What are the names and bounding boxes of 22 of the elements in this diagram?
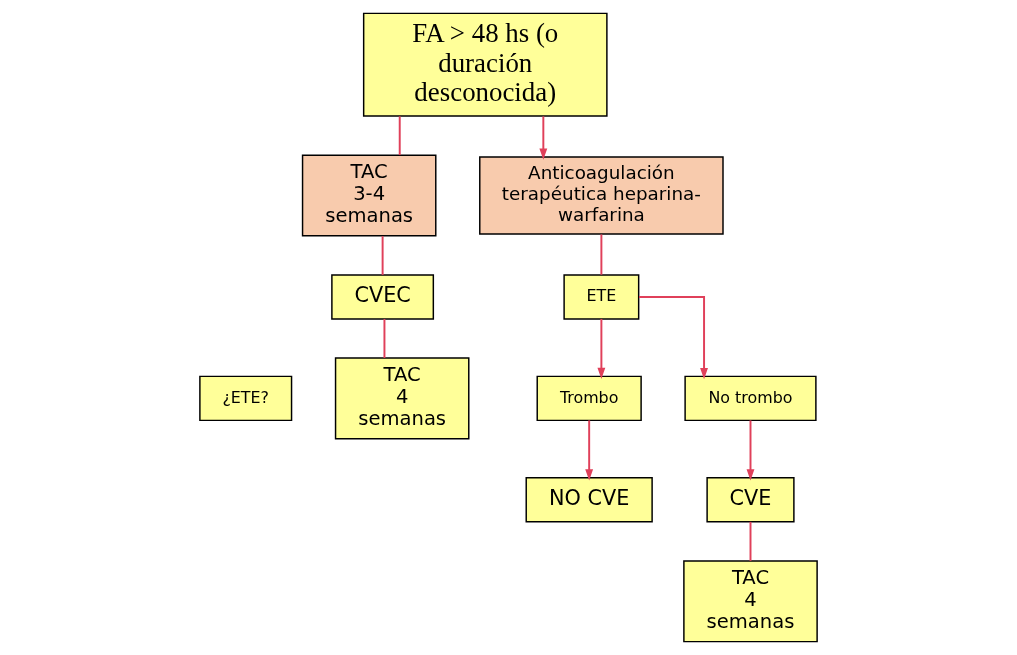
node-box: CVEC <box>331 274 435 320</box>
node-box: ¿ETE? <box>199 375 293 422</box>
arrow <box>585 419 594 481</box>
node-box: TAC 3-4 semanas <box>301 154 437 237</box>
node-box: CVE <box>706 477 795 523</box>
node-box: FA > 48 hs (o duración desconocida) <box>362 12 608 117</box>
node-box: Anticoagulación terapéutica heparina- warfarina <box>479 156 724 235</box>
node-box: ETE <box>563 274 640 320</box>
arrow <box>746 419 755 481</box>
node-box: TAC 4 semanas <box>334 357 470 440</box>
node-box: NO CVE <box>525 477 653 523</box>
arrow <box>539 115 548 160</box>
connector <box>383 317 386 359</box>
connector <box>600 233 603 276</box>
connector <box>749 520 752 562</box>
arrow <box>597 317 606 380</box>
connector <box>398 115 401 157</box>
arrow <box>638 295 708 380</box>
node-box: No trombo <box>684 375 817 422</box>
node-box: TAC 4 semanas <box>683 560 818 643</box>
node-box: Trombo <box>536 375 642 422</box>
connector <box>381 235 384 276</box>
